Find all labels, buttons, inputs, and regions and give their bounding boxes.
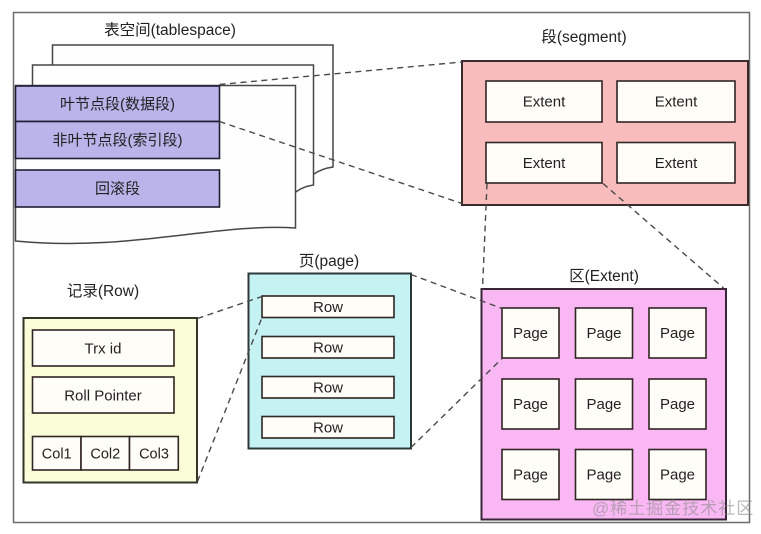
connector-recordbox-to-rowbar-top bbox=[197, 295, 263, 320]
row-bar bbox=[261, 375, 395, 399]
segment-group: 段(segment) Extent Extent Extent Extent bbox=[461, 28, 749, 206]
connector-pagebox-to-pagecell-top bbox=[410, 273, 503, 310]
page-cell bbox=[501, 378, 560, 430]
page-cell bbox=[574, 307, 634, 359]
leaf-segment-label: 叶节点段(数据段) bbox=[60, 96, 175, 113]
extent-cell bbox=[616, 80, 736, 123]
record-title: 记录(Row) bbox=[67, 282, 139, 300]
col-cell bbox=[80, 435, 131, 471]
extent-cell-label: Extent bbox=[655, 94, 698, 111]
col-cell-label: Col2 bbox=[90, 447, 120, 463]
page-cell-label: Page bbox=[586, 467, 621, 484]
extent-title: 区(Extent) bbox=[569, 268, 639, 285]
page-cell-label: Page bbox=[660, 467, 695, 484]
connector-leafsegment-to-segment-bottom bbox=[219, 120, 463, 205]
roll-pointer-label: Roll Pointer bbox=[64, 388, 142, 405]
nonleaf-segment-label: 非叶节点段(索引段) bbox=[53, 132, 183, 149]
extent-cell bbox=[485, 141, 603, 184]
page-group: 页(page) Row Row Row Row bbox=[247, 253, 412, 450]
page-cell bbox=[648, 378, 707, 430]
rollback-segment-bar bbox=[14, 169, 221, 208]
nonleaf-segment-bar bbox=[14, 120, 221, 160]
connector-pagebox-to-pagecell-bottom bbox=[410, 357, 503, 449]
extent-cell-label: Extent bbox=[523, 94, 566, 111]
page-cell bbox=[648, 307, 707, 359]
page-cell-label: Page bbox=[586, 325, 621, 342]
connector-leafsegment-to-segment-top bbox=[219, 61, 463, 86]
page-cell-label: Page bbox=[513, 325, 548, 342]
page-cell bbox=[501, 448, 560, 501]
segment-title: 段(segment) bbox=[541, 28, 626, 46]
record-group: 记录(Row) Trx id Roll Pointer Col1 Col2 Co… bbox=[22, 282, 198, 484]
connector-recordbox-to-rowbar-bottom bbox=[196, 317, 263, 482]
page-cell bbox=[574, 448, 634, 501]
rollback-segment-label: 回滚段 bbox=[95, 181, 140, 198]
page-cell bbox=[648, 448, 707, 501]
row-bar-label: Row bbox=[313, 380, 343, 397]
trx-id-cell bbox=[31, 329, 175, 367]
page-cell-label: Page bbox=[513, 396, 548, 413]
connector-extentcell-to-extentbox-left bbox=[481, 183, 488, 290]
row-bar bbox=[261, 335, 395, 359]
row-bar bbox=[261, 415, 395, 439]
page-cell-label: Page bbox=[660, 396, 695, 413]
extent-group: 区(Extent) Page Page Page Page Page Page … bbox=[480, 268, 727, 521]
row-bar-label: Row bbox=[313, 420, 343, 437]
row-bar-label: Row bbox=[313, 340, 343, 357]
page-title: 页(page) bbox=[299, 253, 359, 270]
extent-cell-label: Extent bbox=[655, 155, 698, 172]
trx-id-label: Trx id bbox=[85, 341, 122, 358]
connector-extentcell-to-extentbox-right bbox=[602, 182, 724, 289]
page-cell-label: Page bbox=[586, 396, 621, 413]
extent-cell-label: Extent bbox=[523, 155, 566, 172]
extent-cell bbox=[616, 141, 736, 184]
col-cell-label: Col3 bbox=[139, 447, 169, 463]
extent-cell bbox=[485, 80, 603, 123]
outer-border bbox=[12, 11, 751, 524]
connector-lines bbox=[196, 61, 724, 482]
page-cell-label: Page bbox=[660, 325, 695, 342]
col-cell bbox=[128, 435, 180, 471]
tablespace-title: 表空间(tablespace) bbox=[104, 21, 236, 39]
watermark: @稀土掘金技术社区 bbox=[592, 499, 754, 518]
page-cell-label: Page bbox=[513, 467, 548, 484]
page-cell bbox=[501, 307, 560, 359]
page-cell bbox=[574, 378, 634, 430]
col-cell-label: Col1 bbox=[42, 447, 72, 463]
row-bar-label: Row bbox=[313, 299, 343, 316]
row-bar bbox=[261, 295, 395, 319]
roll-pointer-cell bbox=[31, 376, 175, 414]
tablespace-group: 表空间(tablespace) 叶节点段(数据段) 非叶节点段(索引段) 回滚段 bbox=[14, 21, 334, 245]
